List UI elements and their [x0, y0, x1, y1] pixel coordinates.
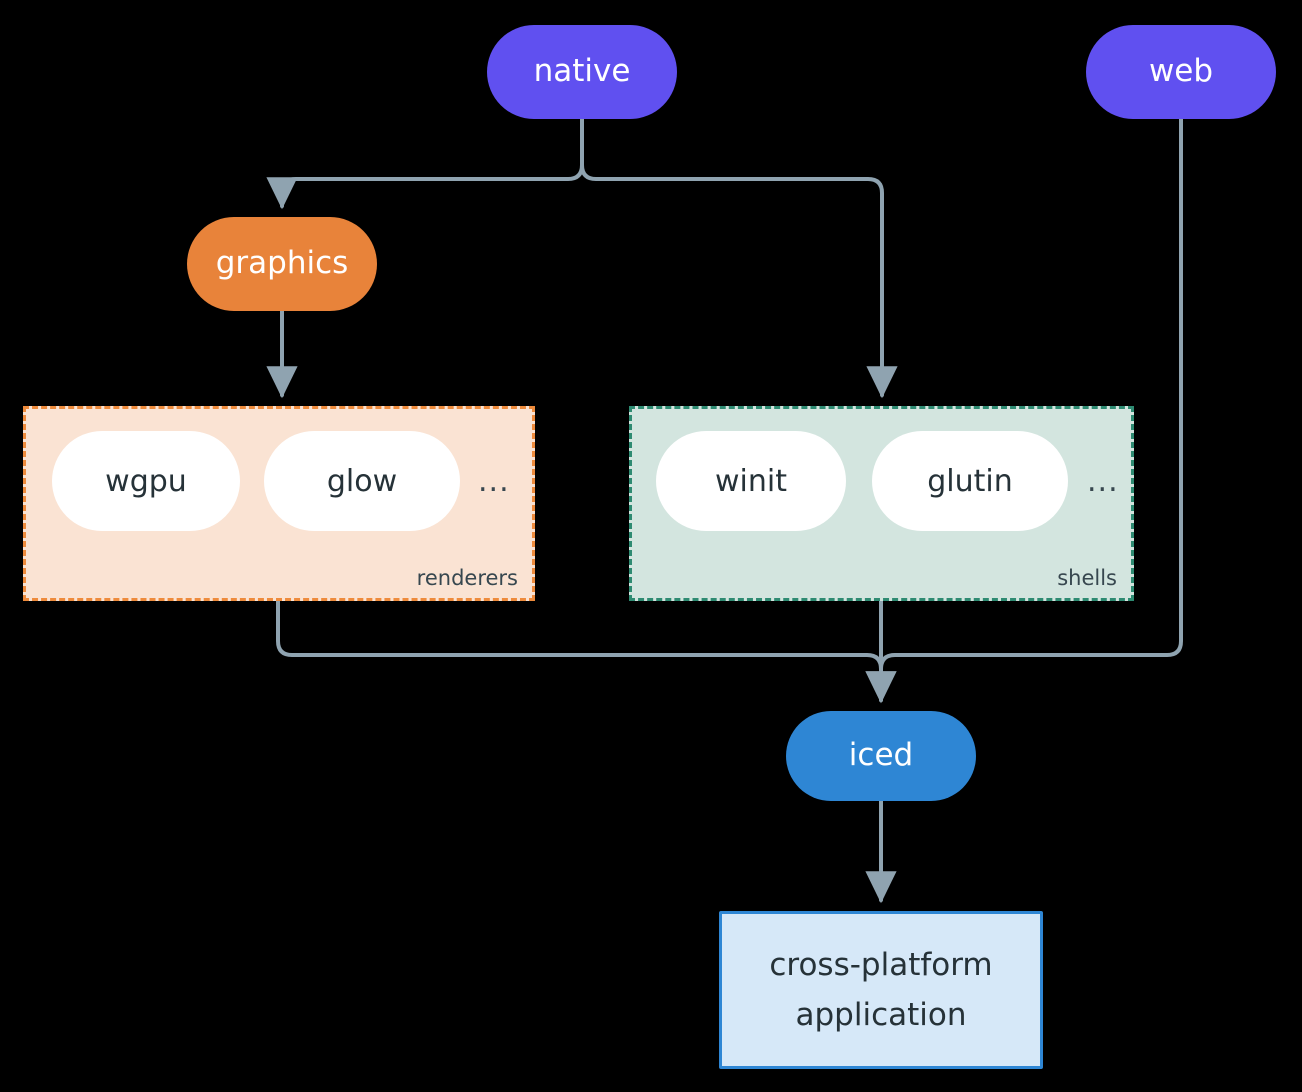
group-renderers-label: renderers	[416, 566, 518, 590]
chip-winit[interactable]: winit	[656, 431, 846, 531]
chip-glutin[interactable]: glutin	[872, 431, 1068, 531]
edge-renderers-to-iced	[276, 599, 897, 704]
node-web-label: web	[1148, 53, 1214, 90]
node-iced[interactable]: iced	[786, 711, 976, 801]
node-iced-label: iced	[848, 737, 914, 774]
group-shells-label: shells	[1057, 566, 1117, 590]
node-web[interactable]: web	[1086, 25, 1276, 119]
chip-glutin-label: glutin	[927, 463, 1013, 499]
node-graphics[interactable]: graphics	[187, 217, 377, 311]
edge-native-to-graphics	[266, 117, 584, 210]
node-native[interactable]: native	[487, 25, 677, 119]
chip-wgpu[interactable]: wgpu	[52, 431, 240, 531]
renderers-overflow-ellipsis: ...	[478, 464, 510, 499]
node-graphics-label: graphics	[215, 245, 349, 282]
group-shells: winit glutin ... shells	[629, 406, 1134, 601]
edge-native-to-shells	[580, 117, 898, 399]
application-label-line2: application	[795, 997, 967, 1033]
chip-glow[interactable]: glow	[264, 431, 460, 531]
chip-wgpu-label: wgpu	[105, 463, 187, 499]
shells-overflow-ellipsis: ...	[1087, 464, 1119, 499]
chip-winit-label: winit	[715, 463, 787, 499]
group-renderers: wgpu glow ... renderers	[23, 406, 535, 601]
chip-glow-label: glow	[326, 463, 398, 499]
node-cross-platform-application[interactable]: cross-platform application	[719, 911, 1043, 1069]
node-native-label: native	[533, 53, 631, 90]
application-label-line1: cross-platform	[769, 946, 993, 983]
